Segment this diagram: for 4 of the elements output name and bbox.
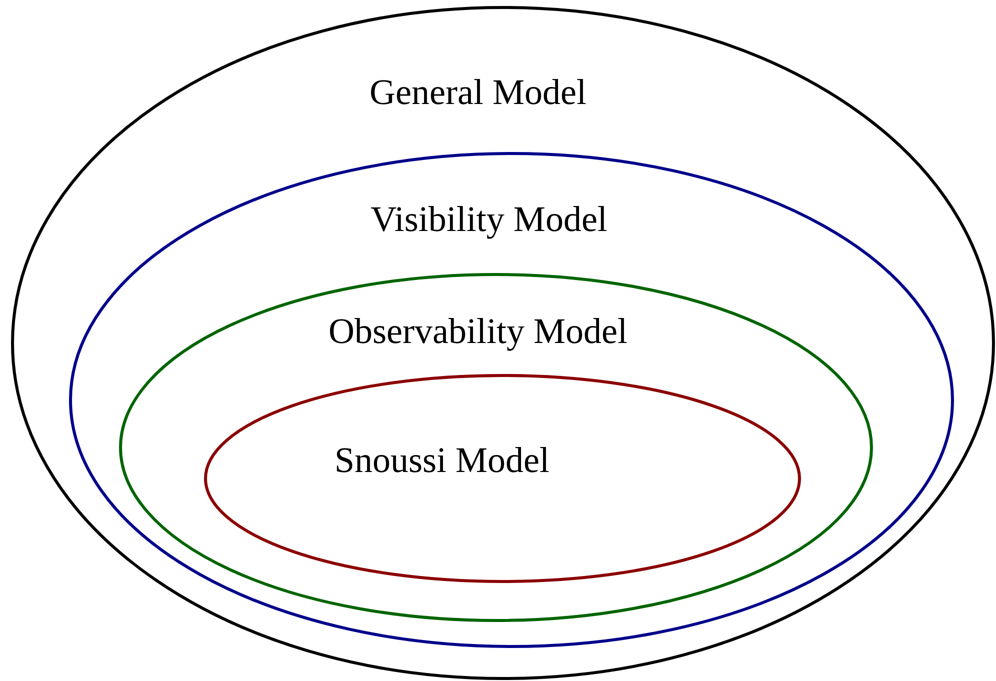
set-label: Snoussi Model	[334, 442, 550, 478]
set-label: Observability Model	[328, 313, 628, 349]
set-label: General Model	[370, 74, 586, 110]
set-label: Visibility Model	[370, 201, 608, 237]
